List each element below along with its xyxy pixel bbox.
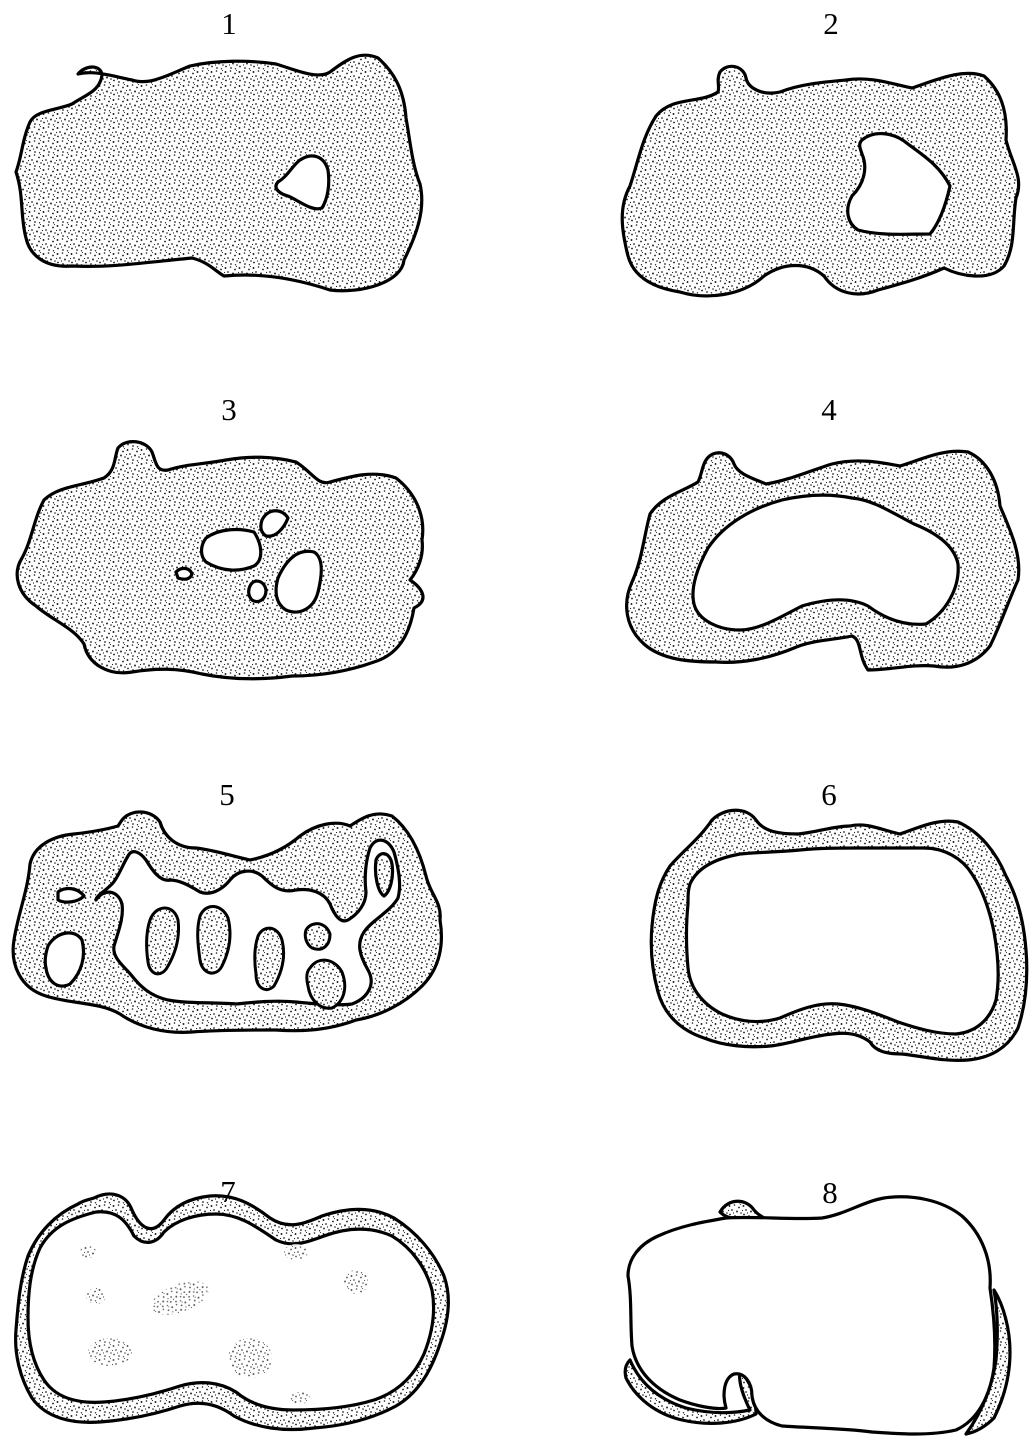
panel-5: 5 <box>13 777 441 1032</box>
panel-label-2: 2 <box>823 6 839 41</box>
particle-shape-1 <box>16 55 422 291</box>
particle-shape-7 <box>16 1194 449 1430</box>
particle-shape-8 <box>628 1197 995 1434</box>
panel-7: 7 <box>16 1174 449 1430</box>
panel-2: 2 <box>622 6 1018 296</box>
particle-shape-4 <box>627 451 1019 670</box>
faint-stipple-patches-7 <box>80 1244 368 1404</box>
particle-shape-6 <box>651 810 1026 1060</box>
particle-shape-3 <box>17 442 423 679</box>
inner-lobes-5 <box>147 906 345 1008</box>
particle-shape-2 <box>622 66 1018 296</box>
panel-3: 3 <box>17 392 423 679</box>
panel-6: 6 <box>651 777 1026 1060</box>
panel-label-7: 7 <box>220 1174 236 1209</box>
panel-8: 8 <box>625 1175 1010 1434</box>
panel-label-4: 4 <box>821 392 837 427</box>
panel-label-3: 3 <box>221 392 237 427</box>
panel-1: 1 <box>16 6 422 291</box>
panel-label-6: 6 <box>821 777 837 812</box>
panel-label-8: 8 <box>822 1175 838 1210</box>
panel-label-1: 1 <box>221 6 237 41</box>
panel-label-5: 5 <box>219 777 235 812</box>
panel-4: 4 <box>627 392 1019 670</box>
